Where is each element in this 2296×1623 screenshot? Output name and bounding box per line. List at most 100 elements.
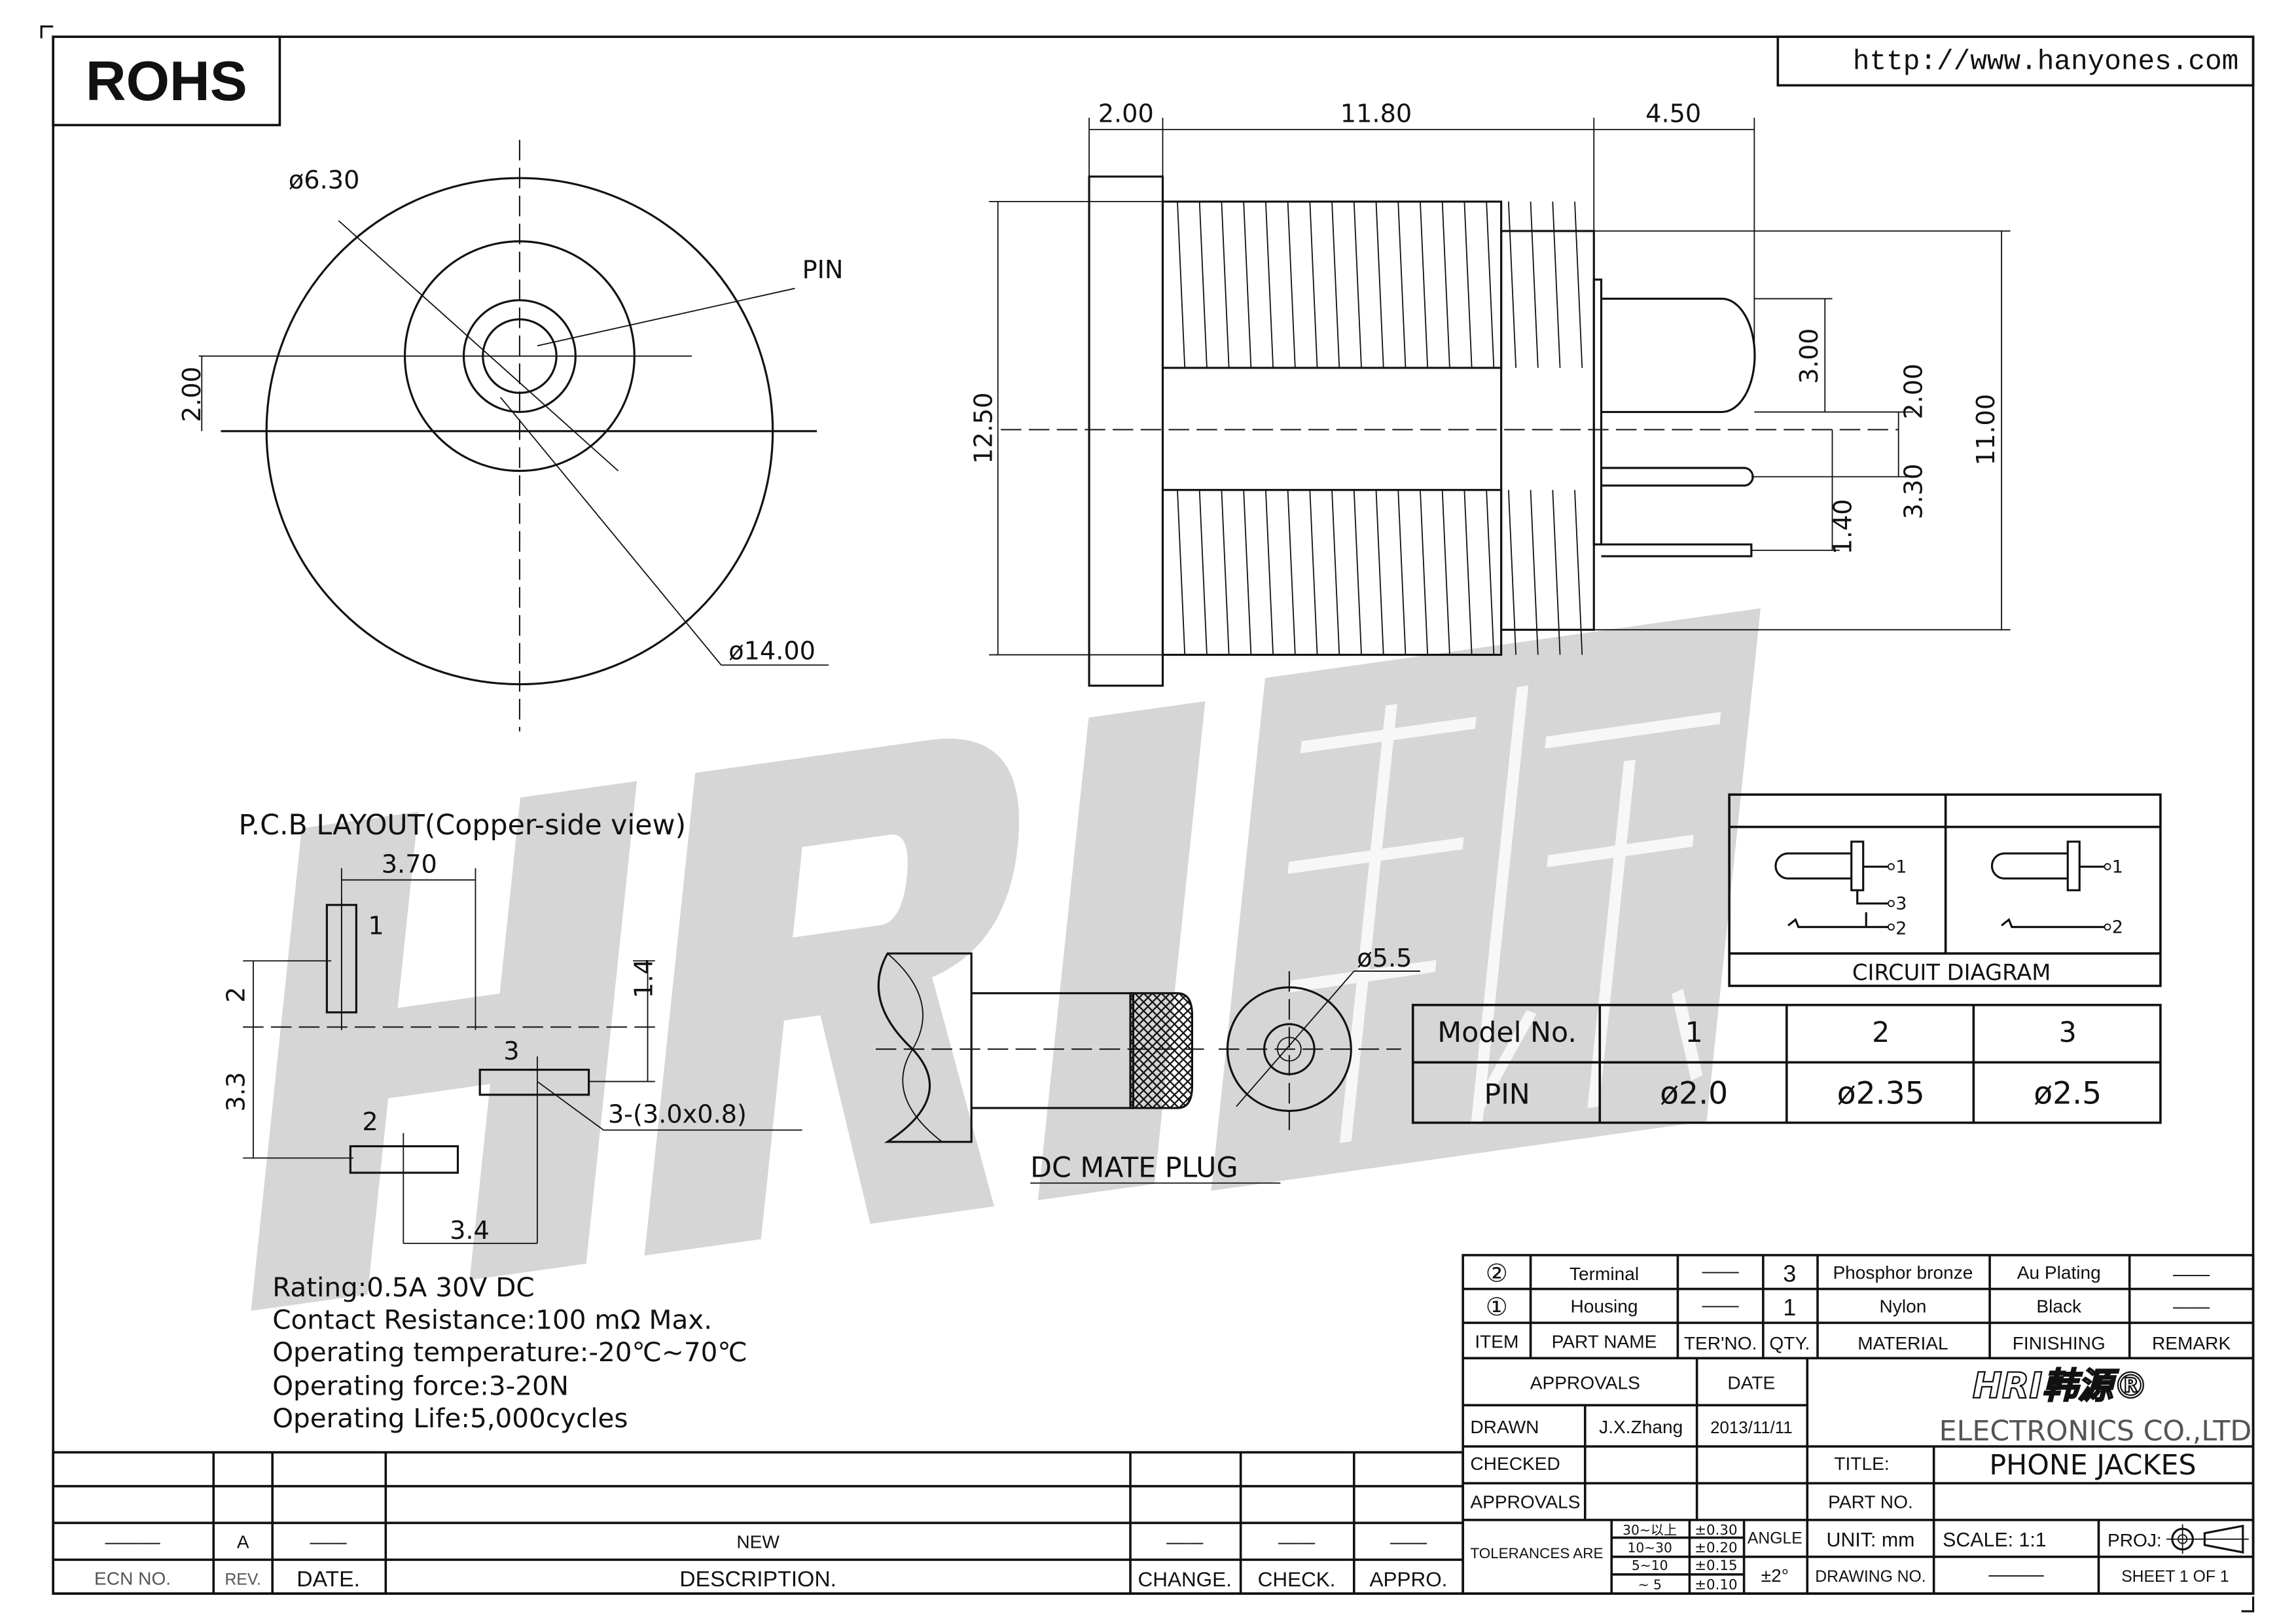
plug-label: DC MATE PLUG (1030, 1152, 1238, 1185)
terminal-offset-dim: 3.30 (1900, 463, 1929, 519)
company-logo: HRI韩源® (1973, 1365, 2149, 1406)
note-temperature: Operating temperature:-20℃~70℃ (272, 1336, 747, 1368)
body-height-dim: 11.00 (1972, 394, 2001, 465)
rohs-box (52, 35, 281, 126)
watermark-logo (251, 608, 1761, 1311)
terminal-gap-dim: 1.40 (1829, 499, 1858, 554)
svg-text:PART NAME: PART NAME (1552, 1332, 1657, 1352)
pad-size-note: 3-(3.0x0.8) (608, 1101, 747, 1130)
projection-symbol-icon (2166, 1524, 2249, 1554)
svg-text:——: —— (310, 1531, 348, 1552)
pad-3-label: 3 (503, 1037, 519, 1066)
svg-text:①: ① (1486, 1293, 1508, 1321)
website-url[interactable]: http://www.hanyones.com (1853, 46, 2238, 78)
svg-text:REV.: REV. (225, 1571, 261, 1589)
svg-text:APPRO.: APPRO. (1370, 1568, 1448, 1591)
svg-text:A: A (237, 1531, 249, 1552)
svg-text:——: —— (1702, 1294, 1740, 1315)
note-rating: Rating:0.5A 30V DC (272, 1272, 534, 1303)
pin-value-2: ø2.35 (1837, 1075, 1925, 1111)
pin-value-1: ø2.0 (1660, 1075, 1728, 1111)
svg-text:QTY.: QTY. (1769, 1333, 1810, 1353)
note-contact-resistance: Contact Resistance:100 mΩ Max. (272, 1304, 712, 1335)
note-force: Operating force:3-20N (272, 1370, 569, 1401)
circuit-b-pin-2: 2 (2112, 917, 2123, 937)
svg-text:SCALE: 1:1: SCALE: 1:1 (1943, 1529, 2047, 1551)
svg-text:30~以上: 30~以上 (1623, 1522, 1677, 1538)
svg-text:DRAWN: DRAWN (1470, 1417, 1539, 1437)
svg-text:DATE: DATE (1727, 1373, 1775, 1393)
circuit-a-pin-1: 1 (1895, 857, 1907, 877)
pin-label: PIN (802, 256, 844, 285)
front-offset-dim: 2.00 (178, 366, 207, 422)
rohs-label: ROHS (86, 50, 247, 113)
svg-text:——: —— (1390, 1531, 1427, 1552)
svg-text:Nylon: Nylon (1880, 1296, 1927, 1317)
svg-text:APPROVALS: APPROVALS (1530, 1373, 1640, 1393)
svg-text:CHECK.: CHECK. (1258, 1568, 1336, 1591)
dc-mate-plug: ø5.5 DC MATE PLUG (876, 944, 1420, 1185)
svg-text:±0.15: ±0.15 (1695, 1558, 1737, 1574)
svg-text:DRAWING NO.: DRAWING NO. (1815, 1568, 1926, 1586)
outer-diameter-dim: ø14.00 (728, 637, 816, 666)
flange-width-dim: 2.00 (1098, 100, 1154, 129)
side-view: 2.00 11.80 4.50 12.50 11.00 3.00 2.00 3.… (970, 100, 2011, 687)
pcb-title: P.C.B LAYOUT(Copper-side view) (238, 809, 686, 842)
pin-height-dim: 3.00 (1795, 329, 1824, 384)
front-view: 2.00 ø6.30 PIN ø14.00 (178, 139, 844, 732)
pcb-dim-1-4: 1.4 (630, 959, 658, 999)
svg-text:②: ② (1486, 1259, 1508, 1287)
url-box (1776, 35, 2255, 87)
pcb-dim-2: 2 (222, 987, 251, 1003)
model-header-2: 2 (1872, 1016, 1890, 1049)
svg-text:ECN NO.: ECN NO. (94, 1569, 171, 1589)
pin-offset-dim: 2.00 (1900, 364, 1929, 419)
svg-text:ITEM: ITEM (1475, 1332, 1518, 1352)
pin-length-dim: 4.50 (1645, 100, 1701, 129)
svg-text:PROJ:: PROJ: (2108, 1530, 2162, 1550)
pad-1-label: 1 (368, 912, 384, 941)
svg-text:~ 5: ~ 5 (1638, 1577, 1662, 1592)
svg-text:Au Plating: Au Plating (2017, 1262, 2101, 1283)
model-header-label: Model No. (1437, 1016, 1577, 1049)
svg-text:3: 3 (1783, 1260, 1796, 1287)
svg-text:UNIT: mm: UNIT: mm (1827, 1529, 1915, 1551)
svg-text:FINISHING: FINISHING (2013, 1333, 2106, 1353)
circuit-b-pin-1: 1 (2112, 857, 2123, 877)
svg-text:PART NO.: PART NO. (1828, 1492, 1913, 1512)
total-height-dim: 12.50 (970, 393, 999, 464)
svg-text:——: —— (1166, 1531, 1204, 1552)
svg-text:——: —— (2173, 1264, 2210, 1284)
svg-text:±2°: ±2° (1761, 1565, 1789, 1586)
svg-text:2013/11/11: 2013/11/11 (1710, 1419, 1793, 1437)
circuit-a-pin-3: 3 (1895, 894, 1907, 914)
pad-2-label: 2 (362, 1108, 378, 1137)
svg-text:——: —— (2173, 1296, 2210, 1317)
svg-text:CHECKED: CHECKED (1470, 1454, 1560, 1474)
pin-row-label: PIN (1484, 1078, 1530, 1111)
circuit-diagram: 1 3 2 1 2 CIRCUIT DIAGRAM (1728, 793, 2162, 988)
svg-text:1: 1 (1783, 1294, 1796, 1321)
svg-text:5~10: 5~10 (1632, 1558, 1668, 1573)
svg-text:J.X.Zhang: J.X.Zhang (1599, 1417, 1683, 1437)
svg-text:CHANGE.: CHANGE. (1138, 1568, 1232, 1591)
svg-text:——: —— (1278, 1531, 1316, 1552)
model-table: Model No. 1 2 3 PIN ø2.0 ø2.35 ø2.5 (1411, 1003, 2162, 1124)
company-name: ELECTRONICS CO.,LTD (1939, 1415, 2252, 1448)
svg-text:±0.30: ±0.30 (1695, 1522, 1737, 1539)
model-header-1: 1 (1685, 1016, 1703, 1049)
svg-text:DATE.: DATE. (296, 1567, 360, 1592)
pin-value-3: ø2.5 (2034, 1075, 2102, 1111)
svg-text:———: ——— (105, 1531, 160, 1552)
circuit-diagram-label: CIRCUIT DIAGRAM (1852, 959, 2051, 985)
svg-text:TOLERANCES ARE: TOLERANCES ARE (1470, 1545, 1603, 1561)
svg-text:±0.20: ±0.20 (1695, 1540, 1737, 1556)
revision-block: ——— A —— NEW —— —— —— ECN NO. REV. DATE.… (52, 1451, 1464, 1595)
pcb-width-dim: 3.70 (382, 850, 437, 879)
svg-text:±0.10: ±0.10 (1695, 1577, 1737, 1593)
svg-text:TER'NO.: TER'NO. (1684, 1333, 1757, 1353)
svg-text:Black: Black (2036, 1296, 2082, 1317)
circuit-a-pin-2: 2 (1895, 919, 1907, 939)
pcb-dim-3-3: 3.3 (222, 1072, 251, 1112)
